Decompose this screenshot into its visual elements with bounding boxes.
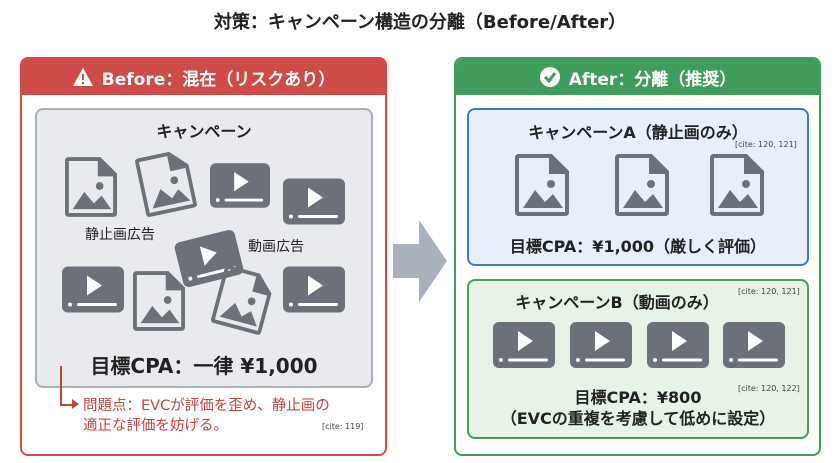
- image-ad-icon: [65, 157, 117, 217]
- image-ad-icon: [710, 154, 764, 216]
- image-ads-label: 静止画広告: [85, 227, 155, 243]
- after-header: After：分離（推奨）: [456, 59, 819, 95]
- mixed-target-cpa: 目標CPA：一律 ¥1,000: [90, 354, 318, 378]
- video-ad-icon: [570, 322, 632, 368]
- citation: [cite: 119]: [322, 422, 364, 431]
- video-ads-label: 動画広告: [248, 239, 304, 255]
- image-ad-icon: [515, 154, 569, 216]
- page-title: 対策：キャンペーン構造の分離（Before/After）: [213, 12, 627, 33]
- campaign-a-citation: [cite: 120, 121]: [735, 140, 797, 149]
- image-ad-icon: [615, 154, 669, 216]
- before-header-label: Before：混在（リスクあり）: [101, 69, 336, 90]
- campaign-b-citation: [cite: 120, 121]: [738, 287, 800, 296]
- video-ad-icon: [210, 163, 270, 208]
- problem-line-2: 適正な評価を妨げる。: [83, 418, 228, 434]
- arrowhead: [72, 399, 79, 409]
- campaign-a-target-cpa: 目標CPA：¥1,000（厳しく評価）: [509, 237, 767, 256]
- video-ad-icon: [62, 266, 124, 313]
- mixed-campaign-title: キャンペーン: [156, 122, 252, 141]
- campaign-a-box: [467, 108, 809, 266]
- after-header-label: After：分離（推奨）: [568, 69, 737, 90]
- video-ad-icon: [647, 322, 709, 368]
- campaign-b-cpa-citation: [cite: 120, 122]: [738, 384, 800, 393]
- campaign-b-target-cpa: 目標CPA：¥800: [574, 388, 702, 407]
- video-ad-icon: [283, 178, 345, 225]
- image-ad-icon: [133, 271, 185, 331]
- video-ad-icon: [723, 322, 785, 368]
- campaign-b-title: キャンペーンB（動画のみ）: [515, 293, 719, 312]
- problem-connector: [60, 366, 76, 406]
- video-ad-icon: [283, 266, 345, 313]
- check-circle-icon: [539, 67, 560, 87]
- problem-line-1: 問題点：EVCが評価を歪め、静止画の: [83, 398, 330, 414]
- before-header: Before：混在（リスクあり）: [22, 59, 385, 95]
- problem-text: 問題点：EVCが評価を歪め、静止画の 適正な評価を妨げる。: [83, 396, 330, 436]
- warning-icon: [72, 68, 93, 86]
- campaign-b-cpa-note: （EVCの重複を考慮して低めに設定）: [500, 409, 776, 428]
- right-arrow-icon: [393, 220, 447, 302]
- campaign-a-title: キャンペーンA（静止画のみ）: [528, 123, 748, 142]
- video-ad-icon: [493, 322, 555, 368]
